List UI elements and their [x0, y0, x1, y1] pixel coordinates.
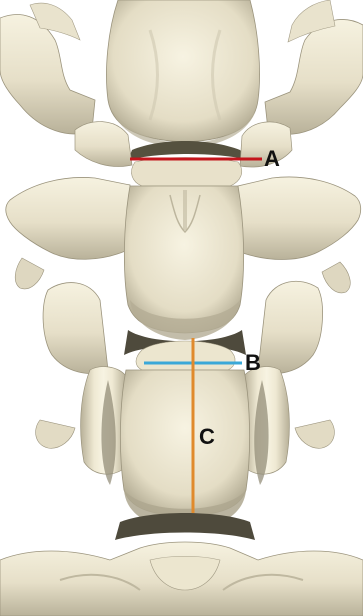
label-b: B [245, 350, 261, 375]
label-a: A [264, 146, 280, 171]
label-c: C [199, 424, 215, 449]
vertebra-bottom [0, 513, 363, 616]
vertebra-top [0, 0, 363, 160]
